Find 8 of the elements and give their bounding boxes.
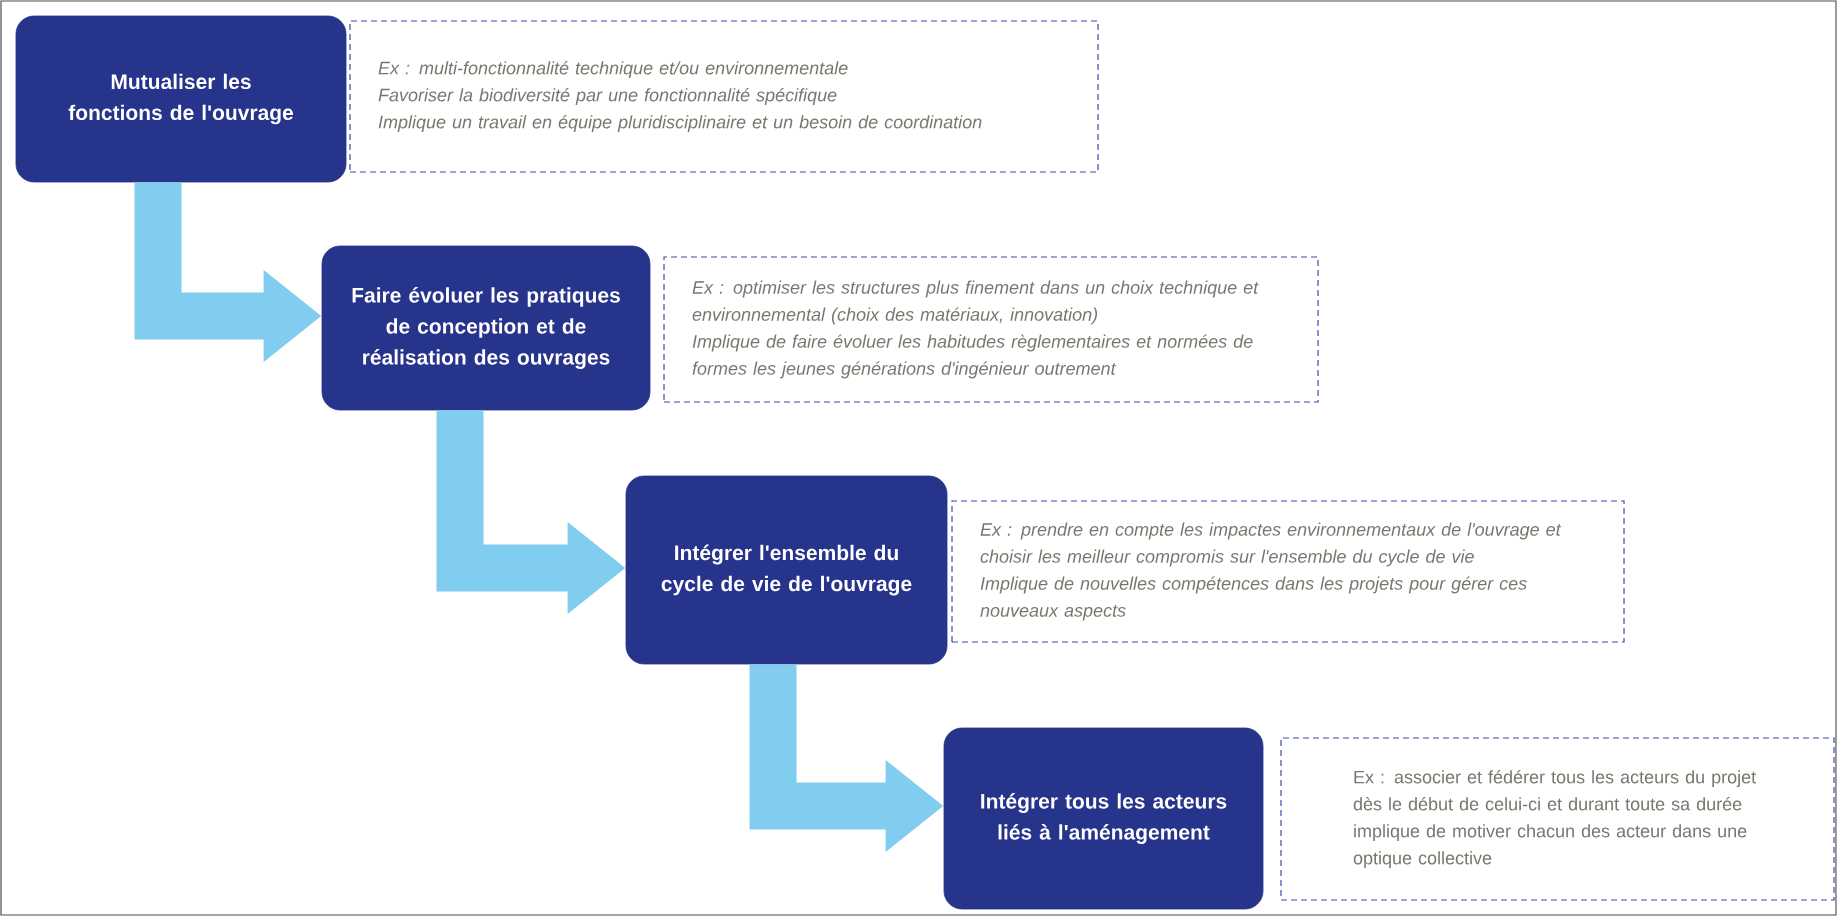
example-note-box: Ex : multi-fonctionnalité technique et/ou environnementale Favoriser la biodiversité par une fonctionnalité spécifique Implique un travail en équipe pluridisciplinaire et un besoin de coordination: [349, 20, 1099, 173]
step-box: Intégrer l'ensemble du cycle de vie de l'ouvrage: [625, 475, 948, 665]
step-box: Intégrer tous les acteurs liés à l'aménagement: [943, 727, 1264, 910]
step-box: Faire évoluer les pratiques de conception et de réalisation des ouvrages: [321, 245, 651, 411]
example-note-box: Ex : associer et fédérer tous les acteurs du projet dès le début de celui-ci et durant toute sa durée implique de motiver chacun des acteur dans une optique collective: [1280, 737, 1835, 901]
step-box: Mutualiser les fonctions de l'ouvrage: [15, 15, 347, 183]
example-note-box: Ex : optimiser les structures plus finement dans un choix technique et environnemental (choix des matériaux, innovation) Implique de faire évoluer les habitudes règlementaires et normées de formes les jeunes générations d'ingénieur outrement: [663, 256, 1319, 403]
example-note-box: Ex : prendre en compte les impactes environnementaux de l'ouvrage et choisir les meilleur compromis sur l'ensemble du cycle de vie Implique de nouvelles compétences dans les projets pour gérer ces nouveaux aspects: [951, 500, 1625, 643]
